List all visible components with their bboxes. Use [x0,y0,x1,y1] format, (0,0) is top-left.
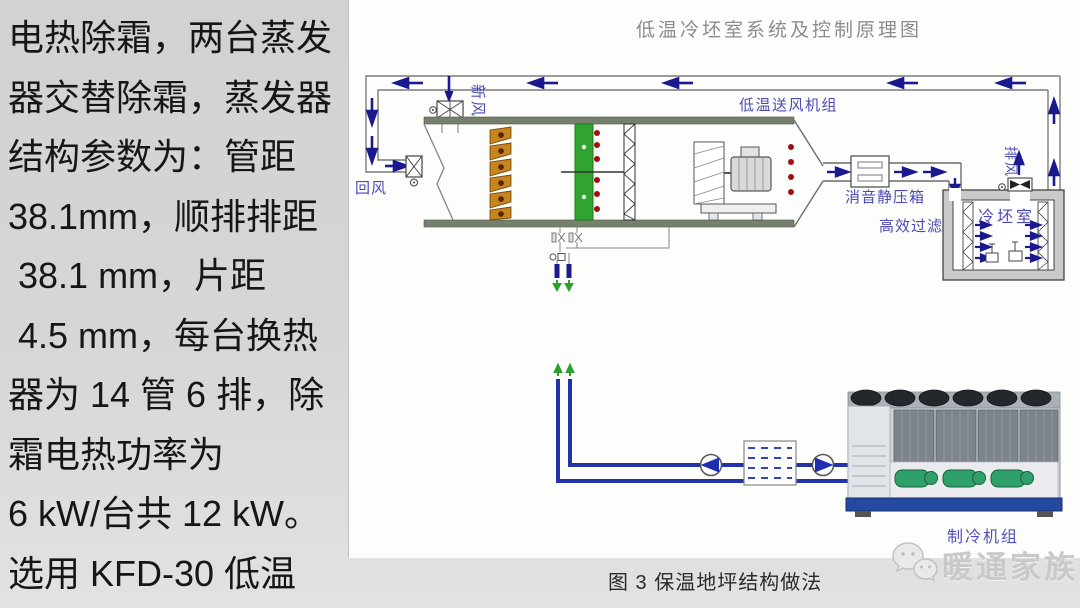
coil-truss [623,123,636,221]
pump-left-icon [699,453,723,477]
room-sensor-right [1008,241,1023,262]
ahu-unit [423,116,851,228]
louver-damper [489,126,512,221]
diagram-title: 低温冷坯室系统及控制原理图 [636,19,922,41]
hepa-label: 高效过滤 [879,218,943,235]
duct-taper [793,119,851,228]
ahu-bottom-rail [423,219,795,228]
return-flow-arrows [365,76,1061,186]
refrigerant-stub [566,264,572,278]
text-line: 38.1mm，顺排排距 [8,195,319,237]
room-filter-left [962,201,974,271]
text-line: 6 kW/台共 12 kW。 [8,493,321,534]
text-line: 4.5 mm，每台换热 [8,314,319,356]
chiller-compressors [894,469,1034,488]
text-line: 38.1 mm，片距 [8,255,267,296]
fresh-air-damper [429,76,464,133]
silencer-box [850,155,890,188]
chiller-fans [850,389,1052,407]
ahu-top-rail [423,116,795,125]
return-duct [365,75,1061,192]
chiller-coils [893,409,1059,463]
cold-room: 冷坯室 [942,177,1065,281]
chiller-label: 制冷机组 [947,528,1019,546]
refrigerant-stub [554,264,560,278]
exhaust-label: 排风 [1003,146,1019,178]
room-airflow-arrows [975,220,1044,263]
exhaust-arrow [1013,149,1025,175]
text-line: 选用 KFD-30 低温 [8,552,297,594]
ahu-label: 低温送风机组 [739,97,838,114]
text-line: 器为 14 管 6 排，除 [8,374,325,415]
figure-caption: 图 3 保温地坪结构做法 [608,572,823,594]
silencer-label: 消音静压箱 [845,189,925,206]
expansion-valves [549,227,670,293]
heater-dots-left [594,130,600,212]
chiller-unit [845,389,1063,517]
text-line: 结构参数为：管距 [8,136,297,177]
fan-motor [700,146,777,221]
text-line: 器交替除霜，蒸发器 [8,76,333,118]
exhaust-damper [998,177,1033,192]
fresh-air-label: 新风 [469,84,486,118]
buffer-tank [743,440,797,486]
watermark-text: 暖通家族 [942,549,1078,585]
fan-guard [693,141,725,205]
return-air-label: 回风 [355,180,387,197]
chw-supply-pipe [568,379,849,467]
text-line: 霜电热功率为 [8,433,225,475]
pump-right-icon [811,453,835,477]
system-schematic: 低温冷坯室系统及控制原理图 [355,19,1065,546]
diagram-panel: 低温冷坯室系统及控制原理图 [348,0,1080,558]
cold-room-label: 冷坯室 [978,208,1035,226]
room-sensor-left [985,243,999,263]
watermark: 暖通家族 [888,538,1078,590]
left-text-block: 电热除霜，两台蒸发 器交替除霜，蒸发器 结构参数为：管距 38.1mm，顺排排距… [8,8,350,603]
wechat-icon [892,542,938,582]
heater-dots-right [788,144,794,195]
return-air-damper [405,155,423,187]
chilled-water-loop [553,362,849,486]
duct-break-line [423,123,454,221]
supply-duct [889,162,962,191]
text-line: 电热除霜，两台蒸发 [8,17,333,58]
